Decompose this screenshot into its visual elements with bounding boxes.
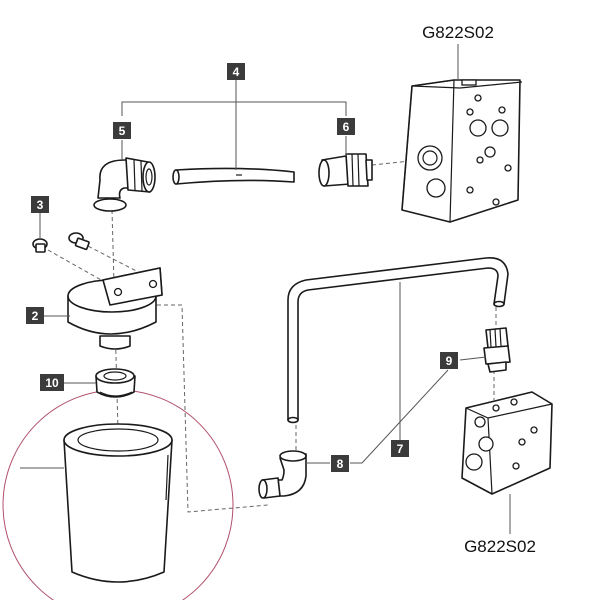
callout-badge-5: 5 <box>113 122 131 139</box>
part-2-filter-head <box>67 267 163 350</box>
part-3-bolts <box>32 232 90 253</box>
block-bottom-label: G822S02 <box>464 537 536 556</box>
part-10-seal <box>95 368 136 398</box>
callout-9-text: 9 <box>446 354 453 368</box>
callout-6-text: 6 <box>343 120 350 134</box>
callout-2-text: 2 <box>32 309 39 323</box>
callout-3-text: 3 <box>37 198 44 212</box>
callout-8-text: 8 <box>337 457 344 471</box>
callout-10-text: 10 <box>45 376 59 390</box>
callout-badge-3: 3 <box>31 196 49 213</box>
manifold-block-top <box>401 79 523 223</box>
callout-badge-10: 10 <box>40 374 64 391</box>
part-5-elbow-fitting <box>93 157 156 212</box>
filter-cartridge <box>63 423 173 583</box>
block-top-label: G822S02 <box>422 23 494 42</box>
callout-badge-2: 2 <box>26 307 44 324</box>
callout-7-text: 7 <box>397 442 404 456</box>
part-6-straight-fitting <box>318 153 373 187</box>
part-7-bent-tube <box>287 257 509 424</box>
part-9-small-fitting <box>483 327 511 373</box>
manifold-block-bottom <box>461 391 553 495</box>
callout-badge-6: 6 <box>337 118 355 135</box>
part-4-hose <box>172 167 295 185</box>
callout-leaders <box>39 80 487 464</box>
callout-4-text: 4 <box>233 65 240 79</box>
callout-badge-9: 9 <box>440 352 458 369</box>
callout-badge-8: 8 <box>331 455 349 472</box>
callout-badge-4: 4 <box>227 63 245 80</box>
callout-5-text: 5 <box>119 124 126 138</box>
part-8-elbow-fitting <box>258 450 307 499</box>
callout-badge-7: 7 <box>391 440 409 457</box>
